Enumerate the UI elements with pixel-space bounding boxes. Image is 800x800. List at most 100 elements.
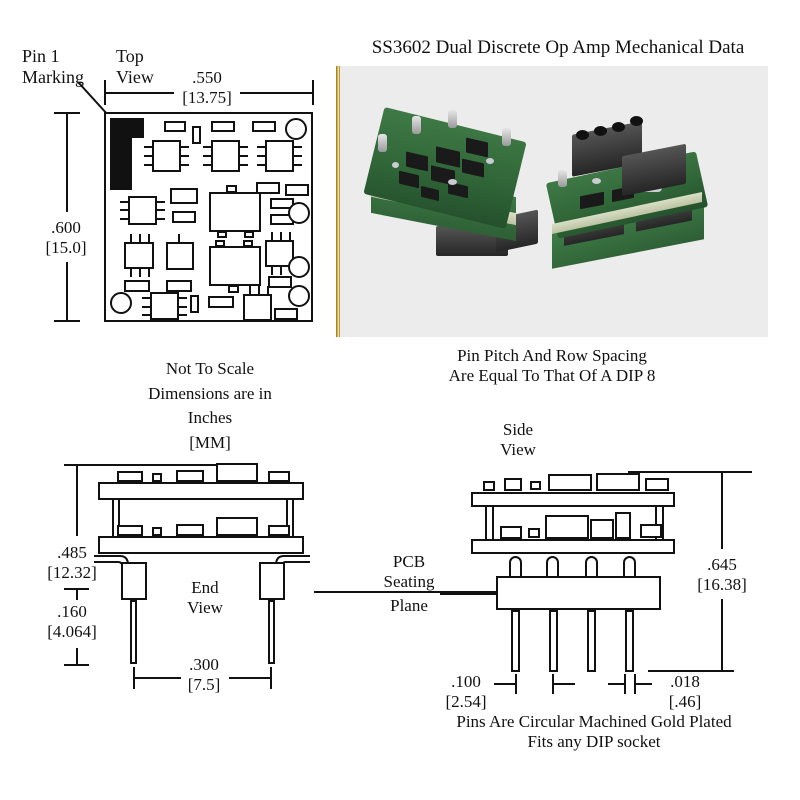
notes-line1: Not To Scale bbox=[165, 359, 255, 378]
soic-lead bbox=[156, 209, 165, 211]
end-view-height-inches: .485 bbox=[57, 543, 87, 562]
soic-lead bbox=[203, 146, 212, 148]
end-view-standoff bbox=[118, 500, 120, 536]
smd-pad bbox=[268, 276, 292, 288]
photo-pin-socket-ring bbox=[594, 126, 607, 136]
smd-pad bbox=[208, 296, 234, 308]
end-view-pin-tail-left bbox=[130, 600, 137, 664]
soic-lead bbox=[180, 155, 189, 157]
side-view-smd bbox=[548, 474, 592, 491]
soic-lead bbox=[293, 146, 302, 148]
soic-lead bbox=[139, 234, 141, 243]
seating-plane-line bbox=[314, 591, 496, 593]
end-view-smd bbox=[176, 470, 204, 482]
side-view-smd bbox=[545, 515, 589, 539]
large-package-tab bbox=[243, 240, 253, 247]
side-view-smd bbox=[590, 519, 614, 539]
side-view-pin bbox=[511, 610, 520, 672]
top-view-label-line2: View bbox=[116, 67, 154, 88]
side-view-height-tick-bottom bbox=[709, 670, 734, 672]
end-view-smd bbox=[152, 527, 162, 536]
large-package bbox=[209, 246, 261, 286]
side-view-bottom-extension bbox=[648, 670, 721, 672]
side-view-pin bbox=[587, 610, 596, 672]
smd-pad bbox=[190, 295, 199, 313]
smd-pad bbox=[172, 211, 196, 223]
soic-package bbox=[124, 242, 154, 269]
seating-plane-label-upper: PCB Seating bbox=[384, 552, 435, 592]
side-view-smd bbox=[504, 478, 522, 491]
large-package-tab bbox=[244, 231, 254, 238]
photo-corner-post bbox=[502, 128, 511, 146]
row-spacing-tick-right bbox=[270, 667, 272, 689]
soic-lead bbox=[258, 286, 260, 295]
photo-dip-pin-up bbox=[336, 252, 340, 300]
soic-package bbox=[152, 140, 181, 172]
pitch-dim-line-left bbox=[494, 683, 516, 685]
end-view-label-line2: View bbox=[187, 598, 223, 618]
pin-diameter-dimension: .018 [.46] bbox=[669, 672, 702, 712]
side-view-smd bbox=[500, 526, 522, 539]
height-dim-line-upper bbox=[66, 112, 68, 212]
side-view-smd bbox=[645, 478, 669, 491]
soic-lead bbox=[144, 155, 153, 157]
soic-lead bbox=[130, 268, 132, 277]
side-view-pin-top bbox=[585, 556, 598, 578]
photo-solder-blob bbox=[486, 158, 494, 164]
soic-lead bbox=[203, 164, 212, 166]
photo-solder-blob bbox=[592, 178, 601, 184]
end-view-lead-dimension: .160 [4.064] bbox=[47, 602, 97, 642]
large-package-tab bbox=[226, 185, 237, 193]
smd-pad bbox=[124, 280, 150, 292]
width-dim-line-left bbox=[104, 92, 174, 94]
row-spacing-dim-line-left bbox=[133, 677, 181, 679]
end-view-standoff bbox=[286, 500, 288, 536]
photo-corner-post bbox=[448, 110, 457, 128]
soic-package bbox=[243, 294, 272, 321]
top-view-width-mm: [13.75] bbox=[182, 88, 232, 108]
side-view-height-dim-line-lower bbox=[721, 599, 723, 671]
soic-lead bbox=[203, 155, 212, 157]
photo-caption: Pin Pitch And Row Spacing Are Equal To T… bbox=[449, 346, 656, 386]
notes-line4: [MM] bbox=[189, 432, 231, 452]
page-title: SS3602 Dual Discrete Op Amp Mechanical D… bbox=[371, 37, 745, 58]
end-view-upper-pcb bbox=[98, 482, 304, 500]
soic-lead bbox=[293, 164, 302, 166]
end-view-lead-mm: [4.064] bbox=[47, 622, 97, 642]
height-dim-tick-bottom bbox=[54, 320, 80, 322]
soic-lead bbox=[178, 297, 187, 299]
soic-lead bbox=[139, 268, 141, 277]
end-view-smd bbox=[117, 525, 143, 536]
photo-dip-pin bbox=[336, 98, 340, 130]
photo-pin-socket-ring bbox=[612, 122, 625, 132]
seating-plane-label-lower: Plane bbox=[390, 596, 428, 616]
side-view-smd bbox=[528, 528, 540, 538]
side-view-lower-pcb bbox=[471, 539, 675, 554]
photo-dip-pin bbox=[336, 66, 340, 98]
pin-pitch-dimension: .100 [2.54] bbox=[445, 672, 486, 712]
top-view-width-inches: .550 bbox=[192, 68, 222, 87]
seating-plane-line2: Seating bbox=[383, 572, 435, 592]
pin-pad-circle bbox=[288, 202, 310, 224]
end-view-lead-inches: .160 bbox=[57, 602, 87, 621]
end-view-standoff bbox=[292, 500, 294, 536]
large-package-tab bbox=[217, 231, 227, 238]
smd-pad bbox=[192, 126, 201, 144]
end-view-height-dimension: .485 [12.32] bbox=[47, 543, 97, 583]
photo-solder-blob bbox=[448, 179, 457, 185]
soic-lead bbox=[180, 146, 189, 148]
photo-pin-socket-ring bbox=[630, 116, 643, 126]
pin-pad-circle bbox=[110, 292, 132, 314]
side-view-label-line1: Side bbox=[502, 420, 534, 439]
top-view-height-dimension: .600 [15.0] bbox=[45, 218, 86, 258]
side-view-height-mm: [16.38] bbox=[697, 575, 747, 595]
row-spacing-dim-line-right bbox=[229, 677, 272, 679]
side-view-smd bbox=[596, 473, 640, 491]
product-photo bbox=[336, 66, 768, 337]
pitch-dim-line-right bbox=[553, 683, 575, 685]
notes-line3: Inches bbox=[187, 408, 233, 428]
top-view-width-dimension: .550 [13.75] bbox=[182, 68, 232, 108]
end-view-lead-tick-bottom bbox=[64, 664, 89, 666]
photo-dip-pin bbox=[336, 130, 340, 162]
